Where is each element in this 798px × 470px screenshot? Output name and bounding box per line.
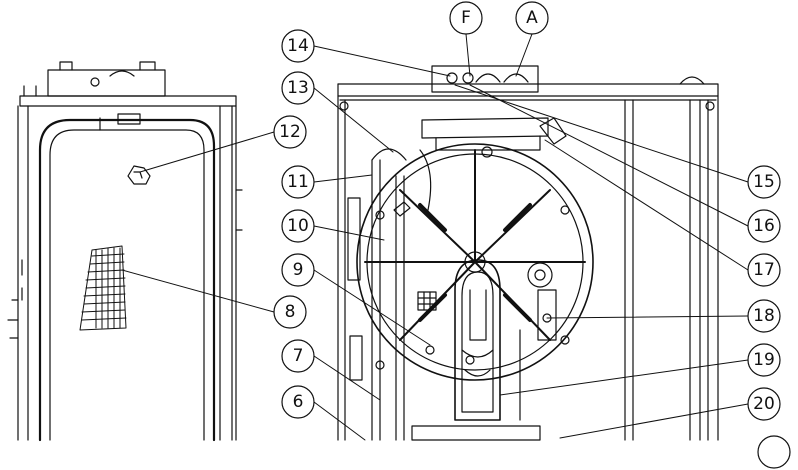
leader-lines — [121, 33, 749, 441]
callout-label: 10 — [287, 216, 309, 236]
callout-16: 16 — [747, 209, 781, 243]
callout-partial-bottom — [757, 435, 791, 469]
callout-label: 8 — [285, 302, 296, 322]
callout-label: A — [526, 8, 538, 28]
callout-17: 17 — [747, 253, 781, 287]
right-unit-front-view — [337, 65, 719, 441]
callout-label: 7 — [293, 346, 304, 366]
callout-label: 9 — [293, 260, 304, 280]
callout-18: 18 — [747, 299, 781, 333]
callout-8: 8 — [273, 295, 307, 329]
callout-label: 13 — [287, 78, 309, 98]
callout-F: F — [449, 1, 483, 35]
callout-label: 18 — [753, 306, 775, 326]
callout-label: 19 — [753, 350, 775, 370]
callout-label: 15 — [753, 172, 775, 192]
callout-A: A — [515, 1, 549, 35]
callout-label: 12 — [279, 122, 301, 142]
callout-13: 13 — [281, 71, 315, 105]
callout-label: 16 — [753, 216, 775, 236]
callout-15: 15 — [747, 165, 781, 199]
callout-9: 9 — [281, 253, 315, 287]
callout-label: 6 — [293, 392, 304, 412]
callout-10: 10 — [281, 209, 315, 243]
callout-label: 11 — [287, 172, 309, 192]
callout-6: 6 — [281, 385, 315, 419]
callout-11: 11 — [281, 165, 315, 199]
callout-19: 19 — [747, 343, 781, 377]
callout-14: 14 — [281, 29, 315, 63]
callout-label: 20 — [753, 394, 775, 414]
callout-label: 17 — [753, 260, 775, 280]
callout-12: 12 — [273, 115, 307, 149]
callout-7: 7 — [281, 339, 315, 373]
callout-20: 20 — [747, 387, 781, 421]
left-unit-side-view — [7, 61, 243, 442]
callout-label: F — [461, 8, 471, 28]
callout-label: 14 — [287, 36, 309, 56]
